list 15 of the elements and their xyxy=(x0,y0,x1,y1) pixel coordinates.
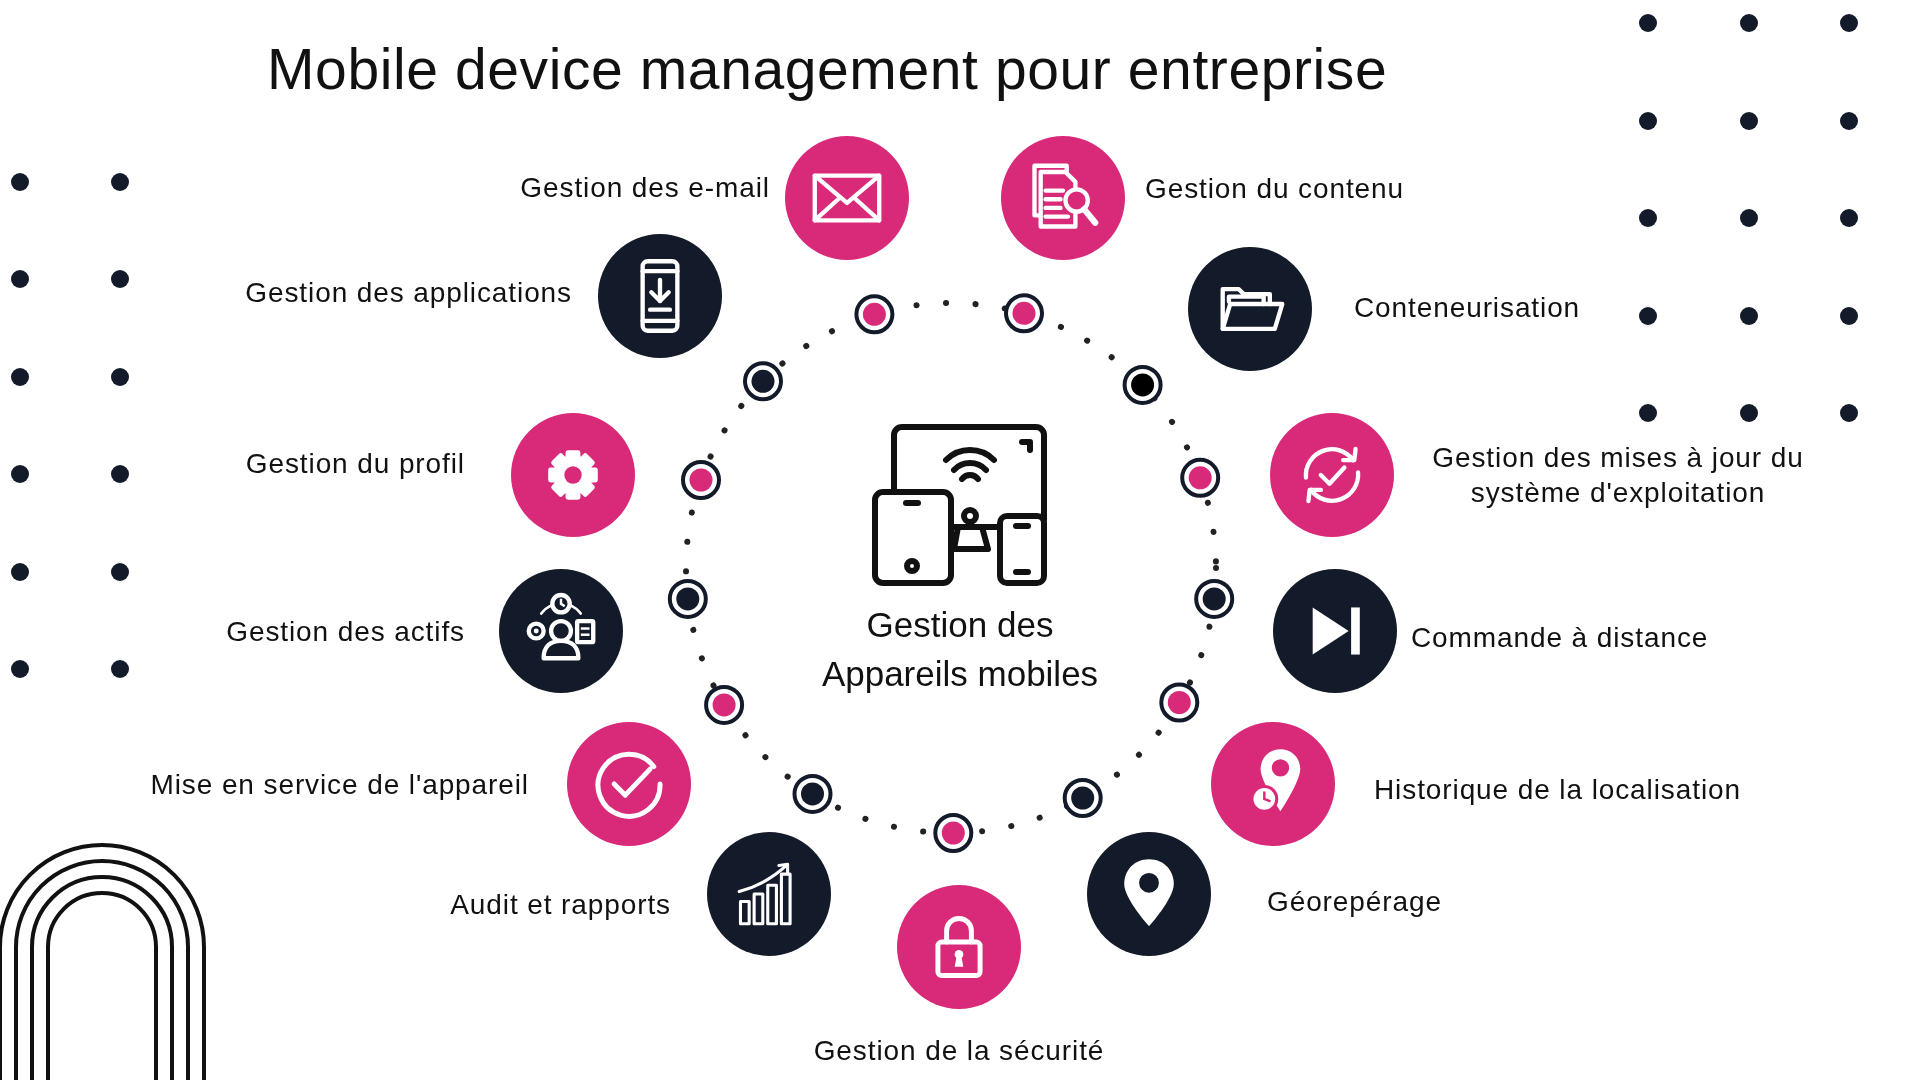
hub-label: Gestion des Appareils mobiles xyxy=(820,604,1100,695)
feature-label: Gestion des mises à jour du système d'exploitation xyxy=(1431,441,1805,510)
feature-label: Géorepérage xyxy=(1267,884,1442,919)
feature-label: Gestion du profil xyxy=(245,446,465,481)
feature-label: Commande à distance xyxy=(1411,620,1709,655)
feature-label: Historique de la localisation xyxy=(1374,772,1741,807)
page-title: Mobile device management pour entreprise xyxy=(267,36,1388,102)
feature-label: Audit et rapports xyxy=(450,887,671,922)
feature-label: Gestion des actifs xyxy=(226,614,465,649)
feature-label: Gestion de la sécurité xyxy=(813,1034,1105,1068)
feature-label: Conteneurisation xyxy=(1354,290,1581,325)
feature-label: Gestion du contenu xyxy=(1145,171,1405,206)
feature-label: Gestion des applications xyxy=(245,275,572,310)
feature-label: Mise en service de l'appareil xyxy=(150,767,529,802)
feature-label: Gestion des e-mail xyxy=(520,170,770,205)
